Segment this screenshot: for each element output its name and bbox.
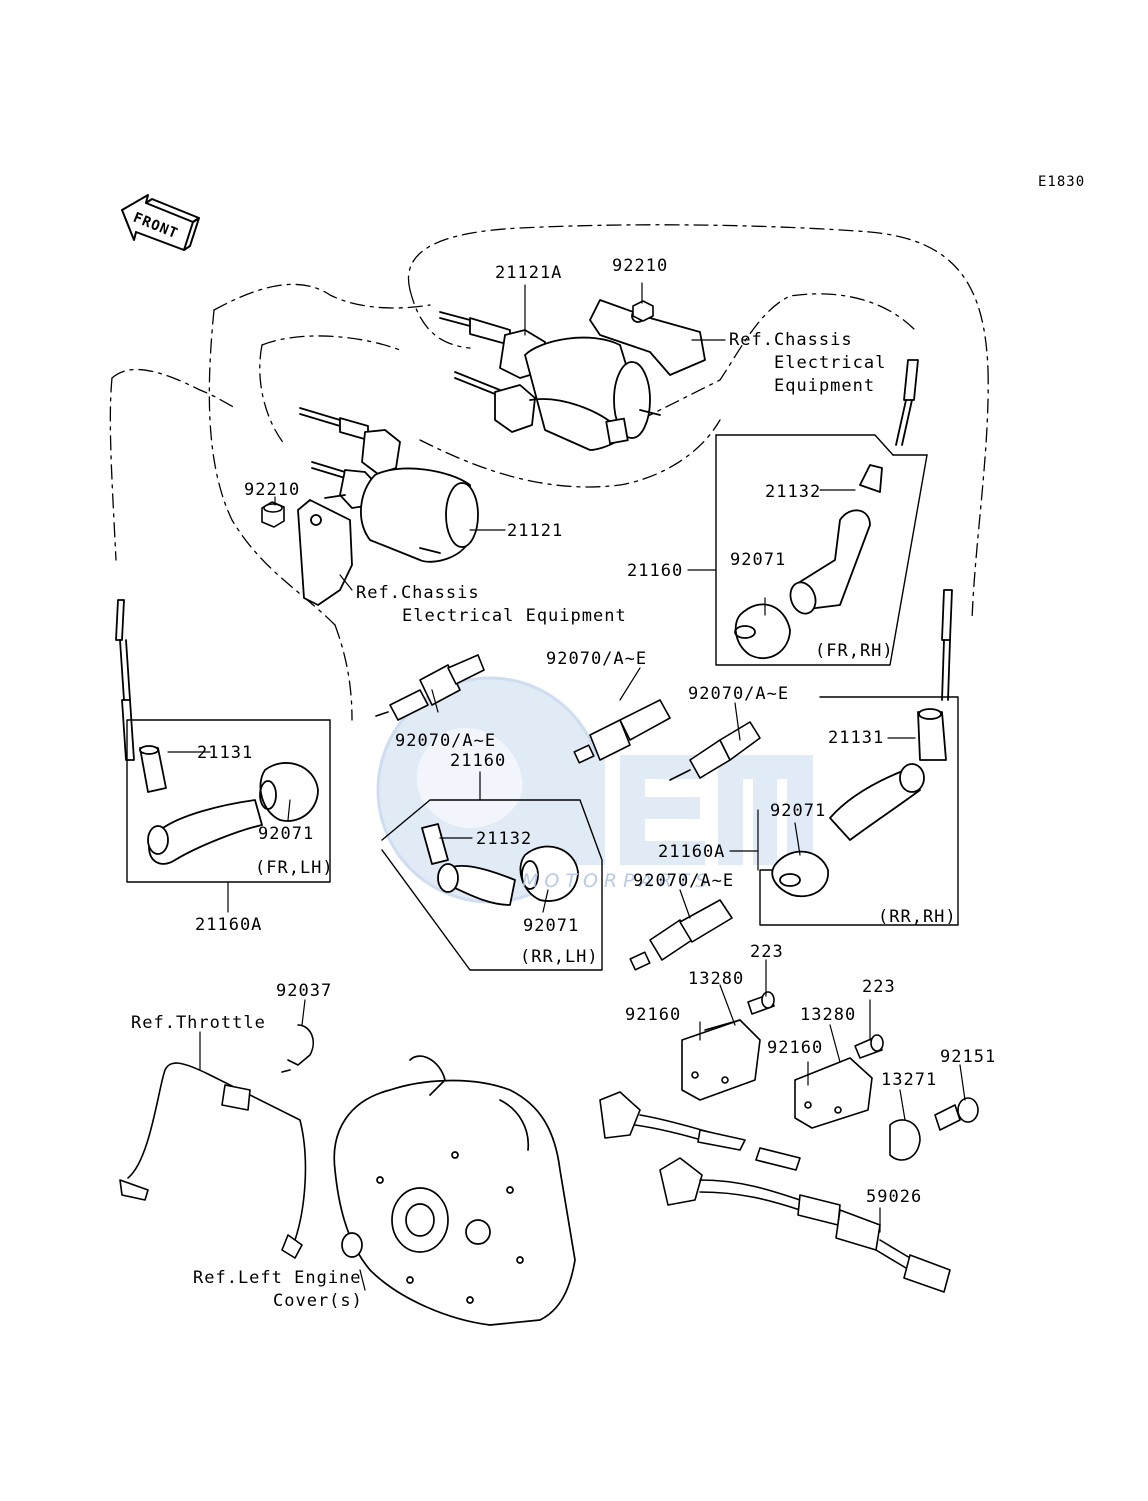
spark-plug-a xyxy=(375,654,485,721)
bracket-92160-a xyxy=(681,1019,761,1101)
label-rr-rh: (RR,RH) xyxy=(878,907,957,927)
label-ref-chassis-1a: Ref.Chassis xyxy=(729,330,853,350)
label-13271: 13271 xyxy=(881,1070,938,1090)
leader-lines xyxy=(167,282,966,1291)
front-arrow-icon xyxy=(121,194,200,251)
ht-lead-rr-rh xyxy=(941,589,953,701)
label-13280-b: 13280 xyxy=(800,1005,857,1025)
spark-plug-d xyxy=(629,899,733,971)
label-21121a: 21121A xyxy=(495,263,563,283)
left-engine-cover xyxy=(333,1055,576,1326)
label-ref-left-engine: Ref.Left Engine xyxy=(193,1268,362,1288)
label-92160-b: 92160 xyxy=(767,1038,824,1058)
assembly-box-fr-lh xyxy=(126,719,331,883)
label-92071-rr-lh: 92071 xyxy=(523,916,580,936)
label-92210-left: 92210 xyxy=(244,480,301,500)
label-21131-fr-lh: 21131 xyxy=(197,743,254,763)
clamp-13271 xyxy=(889,1119,921,1161)
plug-cap-rr-rh xyxy=(829,708,947,841)
label-ref-left-cover: Cover(s) xyxy=(273,1291,363,1311)
label-ref-chassis-1c: Equipment xyxy=(774,376,876,396)
label-92037: 92037 xyxy=(276,981,333,1001)
label-223-a: 223 xyxy=(750,942,784,962)
label-ref-chassis-2b: Electrical Equipment xyxy=(402,606,627,626)
screw-223-b xyxy=(854,1034,884,1059)
label-21160a-rr-rh: 21160A xyxy=(658,842,726,862)
label-59026: 59026 xyxy=(866,1187,923,1207)
label-92210-top: 92210 xyxy=(612,256,669,276)
spark-plug-b xyxy=(573,699,671,764)
ht-lead-fr-rh xyxy=(895,359,919,446)
label-21160-rr-lh: 21160 xyxy=(450,751,507,771)
label-21121: 21121 xyxy=(507,521,564,541)
label-92070-d: 92070/A~E xyxy=(633,871,735,891)
bracket-92160-b xyxy=(794,1057,873,1129)
assembly-box-rr-rh xyxy=(759,696,959,926)
plug-cap-rr-lh xyxy=(421,823,516,906)
watermark-tagline: MOTORPARTS xyxy=(522,870,714,892)
label-21132-fr-rh: 21132 xyxy=(765,482,822,502)
label-92151: 92151 xyxy=(940,1047,997,1067)
label-fr-lh: (FR,LH) xyxy=(255,858,334,878)
phantom-outlines xyxy=(109,224,989,721)
plug-cap-fr-lh xyxy=(139,745,263,865)
nut-92210-b xyxy=(261,501,285,528)
label-fr-rh: (FR,RH) xyxy=(815,641,894,661)
label-92070-b: 92070/A~E xyxy=(546,649,648,669)
ignition-coil-21121a xyxy=(439,299,706,451)
label-21132-rr-lh: 21132 xyxy=(476,829,533,849)
plug-cap-fr-rh xyxy=(789,464,883,615)
label-ref-chassis-2a: Ref.Chassis xyxy=(356,583,480,603)
label-92070-c: 92070/A~E xyxy=(688,684,790,704)
label-92071-rr-rh: 92071 xyxy=(770,801,827,821)
label-21160-fr-rh: 21160 xyxy=(627,561,684,581)
label-21160a-fr-lh: 21160A xyxy=(195,915,263,935)
assembly-box-fr-rh xyxy=(715,434,928,666)
nut-92210-a xyxy=(632,300,654,322)
label-92160-a: 92160 xyxy=(625,1005,682,1025)
label-13280-a: 13280 xyxy=(688,969,745,989)
label-223-b: 223 xyxy=(862,977,896,997)
spark-plug-c xyxy=(669,721,761,781)
bolt-92151 xyxy=(934,1097,979,1131)
assembly-box-rr-lh xyxy=(381,799,603,971)
throttle-cable-stay-92037 xyxy=(119,1024,314,1259)
label-ref-throttle: Ref.Throttle xyxy=(131,1013,266,1033)
pickup-coil-assembly-59026 xyxy=(599,1091,951,1293)
grommet-92071-rr-lh xyxy=(519,845,579,902)
figure-code: E1830 xyxy=(1038,174,1086,190)
label-92071-fr-rh: 92071 xyxy=(730,550,787,570)
label-rr-lh: (RR,LH) xyxy=(520,947,599,967)
label-ref-chassis-1b: Electrical xyxy=(774,353,887,373)
grommet-92071-rr-rh xyxy=(771,850,829,898)
label-21131-fr-rh: 21131 xyxy=(828,728,885,748)
ignition-coil-21121 xyxy=(297,407,479,606)
label-92071-fr-lh: 92071 xyxy=(258,824,315,844)
grommet-92071-fr-lh xyxy=(259,762,319,822)
screw-223-a xyxy=(747,991,775,1015)
label-92070-a: 92070/A~E xyxy=(395,731,497,751)
grommet-92071-fr-rh xyxy=(734,603,791,660)
ht-lead-left xyxy=(115,599,135,761)
